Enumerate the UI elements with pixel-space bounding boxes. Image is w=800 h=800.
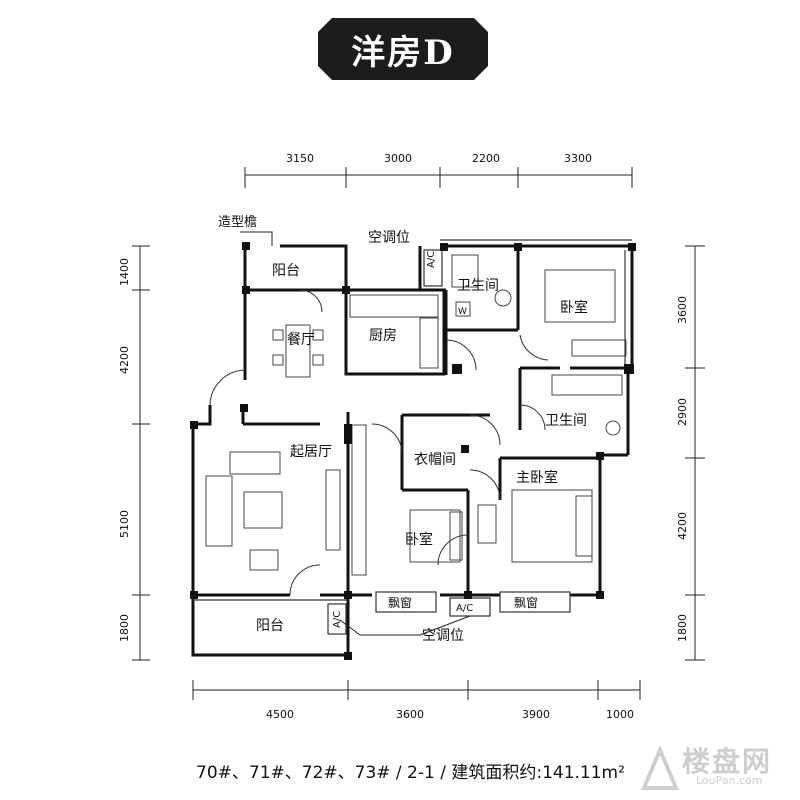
dim-left-2: 4200	[118, 346, 131, 374]
label-balcony-top: 阳台	[272, 263, 300, 279]
label-master: 主卧室	[516, 469, 558, 486]
label-eave: 造型檐	[218, 215, 257, 230]
label-ac-top: 空调位	[368, 230, 410, 246]
dim-bottom-3: 3900	[522, 708, 550, 721]
label-ac-code-bottom: A/C	[332, 611, 343, 628]
door-arcs	[209, 289, 549, 596]
watermark: 楼盘网 LouPan.com	[640, 740, 790, 796]
dim-bottom-4: 1000	[606, 708, 634, 721]
watermark-domain: LouPan.com	[696, 774, 763, 787]
watermark-text: 楼盘网	[682, 745, 773, 778]
label-living: 起居厅	[290, 444, 332, 460]
label-ac-code-top: A/C	[426, 251, 437, 268]
windows	[193, 239, 632, 635]
label-dining: 餐厅	[287, 332, 315, 348]
columns	[190, 242, 636, 660]
dim-top-1: 3150	[286, 152, 314, 165]
plan-title: 洋房D	[351, 32, 455, 73]
label-bedroom-ne: 卧室	[560, 299, 588, 316]
dim-left-3: 5100	[118, 510, 131, 538]
dim-bottom-1: 4500	[266, 708, 294, 721]
dim-left-4: 1800	[118, 614, 131, 642]
dim-top-4: 3300	[564, 152, 592, 165]
label-balcony-bottom: 阳台	[256, 618, 284, 634]
dim-right-2: 2900	[676, 398, 689, 426]
plan-title-banner: 洋房D	[318, 18, 488, 80]
dim-right-1: 3600	[676, 296, 689, 324]
label-kitchen: 厨房	[369, 328, 397, 344]
label-bay-1: 飘窗	[388, 596, 412, 610]
dim-top-2: 3000	[384, 152, 412, 165]
label-bedroom-s: 卧室	[405, 531, 433, 548]
dimension-labels: 3150 3000 2200 3300 4500 3600 3900 1000 …	[118, 152, 689, 721]
furniture	[205, 254, 627, 576]
dim-right-3: 4200	[676, 512, 689, 540]
dim-bottom-2: 3600	[396, 708, 424, 721]
leader-lines	[240, 231, 471, 636]
label-bath-2: 卫生间	[545, 413, 587, 429]
label-bay-2: 飘窗	[514, 596, 538, 610]
label-bath-1: 卫生间	[457, 278, 499, 294]
label-washer: W	[458, 307, 467, 317]
plan-footer: 70#、71#、72#、73# / 2-1 / 建筑面积约:141.11m²	[196, 763, 625, 783]
dim-right-4: 1800	[676, 614, 689, 642]
label-ac-code-mid: A/C	[456, 603, 473, 614]
watermark-logo-icon	[640, 744, 680, 790]
label-ac-bottom: 空调位	[422, 628, 464, 644]
room-labels: 造型檐 阳台 空调位 A/C 卫生间 卧室 餐厅 厨房 卫生间 起居厅 衣帽间 …	[218, 215, 588, 644]
dimension-lines	[132, 167, 705, 700]
dim-top-3: 2200	[472, 152, 500, 165]
dim-left-1: 1400	[118, 258, 131, 286]
label-wardrobe: 衣帽间	[414, 452, 456, 468]
